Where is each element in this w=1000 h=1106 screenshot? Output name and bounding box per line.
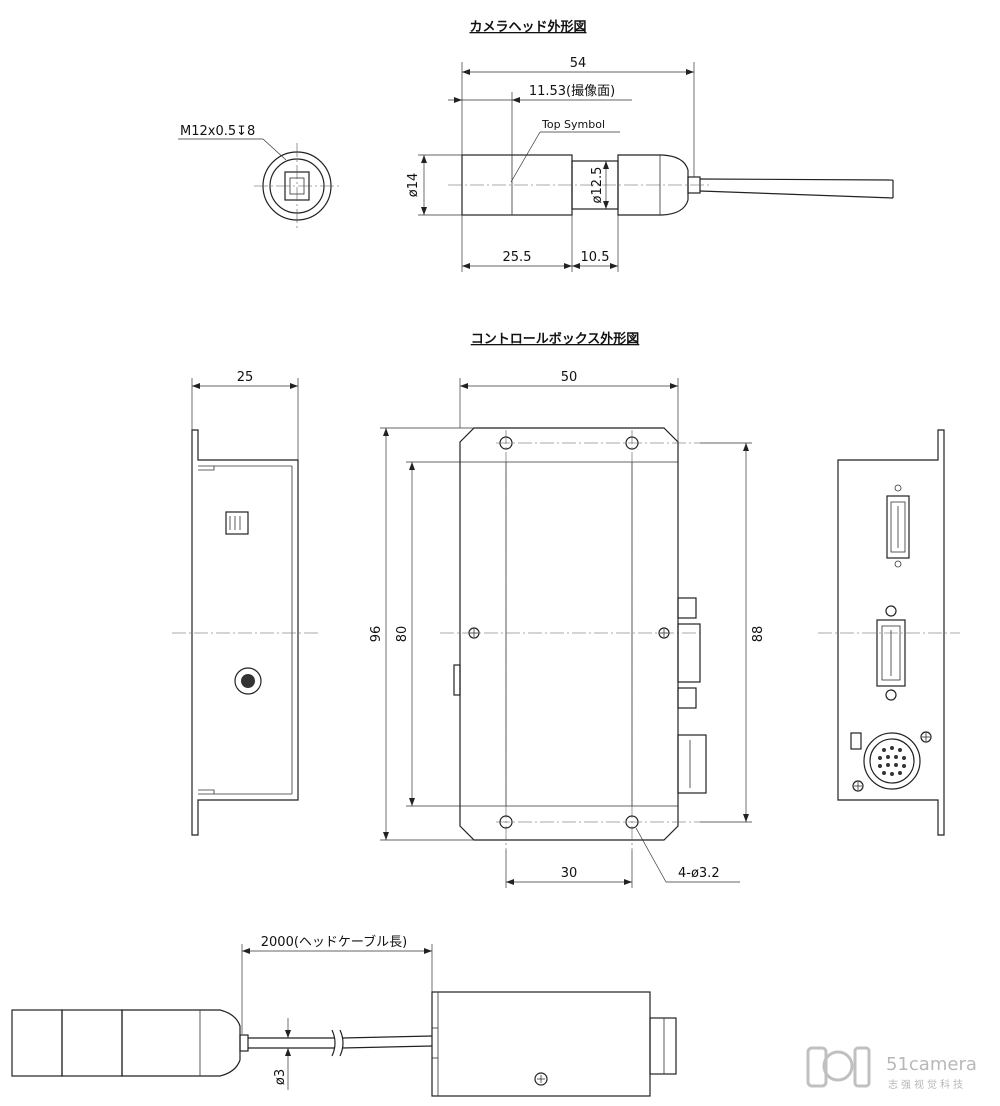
assembly-view: ø3 2000(ヘッドケーブル長) (11, 934, 677, 1097)
camera-head-side-view: 54 11.53(撮像面) Top Symbol ø14 ø12.5 25.5 … (406, 56, 894, 272)
dim-cable-length: 2000(ヘッドケーブル長) (261, 934, 407, 950)
mounting-holes (468, 436, 670, 829)
dim-box-height: 96 (369, 626, 384, 643)
watermark-logo: 51camera 志强视觉科技 (806, 1046, 977, 1091)
dim-total-length: 54 (570, 56, 587, 71)
dim-body-length: 25.5 (503, 250, 532, 265)
dim-box-depth: 25 (237, 370, 254, 385)
watermark-brand: 51camera (886, 1054, 977, 1075)
dim-cable-diameter: ø3 (273, 1069, 288, 1085)
watermark-subtitle: 志强视觉科技 (888, 1078, 966, 1091)
dim-sensor-plane: 11.53(撮像面) (529, 83, 615, 99)
dim-hole-spec: 4-ø3.2 (678, 866, 720, 881)
top-symbol-label: Top Symbol (541, 118, 605, 131)
control-box-left-view: 25 (172, 370, 318, 836)
camera-head-title: カメラヘッド外形図 (469, 19, 586, 35)
control-box-right-view (818, 429, 960, 836)
dim-neck-length: 10.5 (581, 250, 610, 265)
control-box-title: コントロールボックス外形図 (471, 331, 640, 347)
dim-box-width: 50 (561, 370, 578, 385)
camera-head-end-view: M12x0.5↧8 (178, 124, 340, 229)
dim-hole-pitch-vertical: 80 (395, 626, 410, 643)
dim-mount-pitch: 88 (751, 626, 766, 643)
dim-neck-diameter: ø12.5 (590, 167, 605, 204)
dim-hole-pitch-horizontal: 30 (561, 866, 578, 881)
dim-body-diameter: ø14 (406, 173, 421, 198)
control-box-front-view: 50 96 80 88 30 4-ø3.2 (369, 370, 766, 888)
thread-spec-label: M12x0.5↧8 (180, 124, 255, 139)
